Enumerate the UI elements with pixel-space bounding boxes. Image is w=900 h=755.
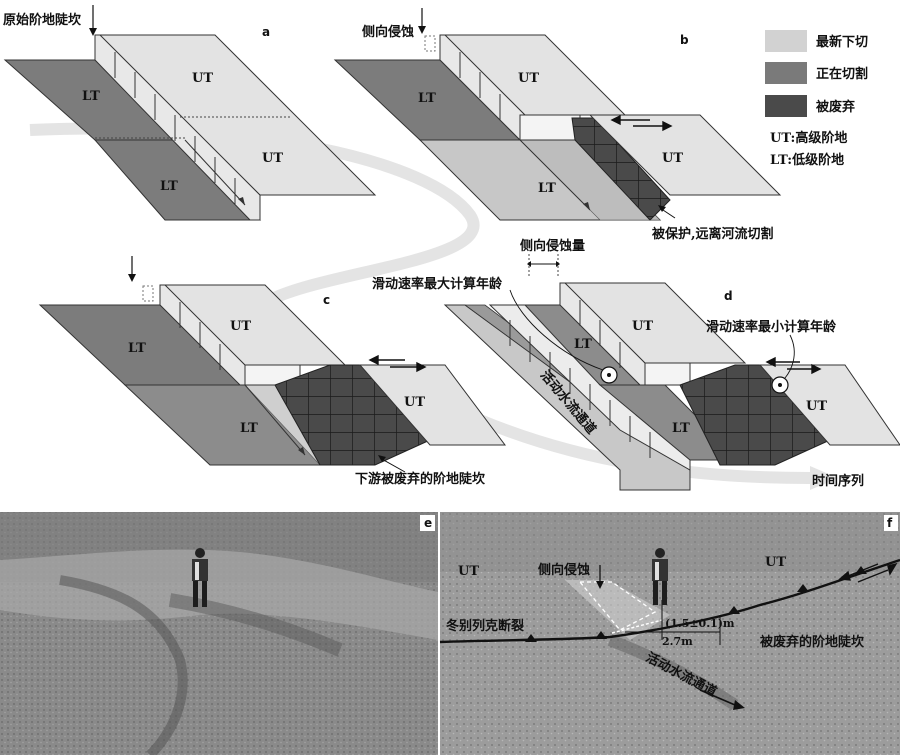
legend-swatch-abandoned	[765, 95, 807, 117]
min-rate-age-label: 滑动速率最小计算年龄	[706, 319, 837, 335]
legend: 最新下切 正在切割 被废弃 UT:高级阶地 LT:低级阶地	[765, 30, 868, 168]
lt-label: LT	[418, 91, 436, 106]
ut-label: UT	[632, 319, 653, 334]
legend-label-abandoned: 被废弃	[815, 99, 855, 115]
ut-label: UT	[662, 151, 683, 166]
panel-letter-f: f	[887, 516, 893, 530]
downstream-abandoned-label: 下游被废弃的阶地陡坎	[355, 471, 485, 487]
fault-label: 冬别列克断裂	[446, 618, 525, 634]
lateral-erosion-amount-label: 侧向侵蚀量	[520, 238, 585, 254]
legend-label-cutting: 正在切割	[816, 66, 868, 82]
lt-label: LT	[574, 337, 592, 352]
abandoned-riser-photo-label: 被废弃的阶地陡坎	[759, 634, 864, 650]
lt-label: LT	[160, 179, 178, 194]
legend-ut-def: UT:高级阶地	[770, 130, 847, 146]
photo-f: f UT UT 侧向侵蚀 冬别列克断裂 (1.5±0.1)m 2.7m 被废弃的…	[439, 512, 900, 755]
time-series-label: 时间序列	[812, 473, 864, 489]
photo-e: e	[0, 512, 438, 755]
lt-label: LT	[82, 89, 100, 104]
ut-label: UT	[192, 71, 213, 86]
legend-lt-def: LT:低级阶地	[770, 152, 844, 168]
ut-label-f: UT	[765, 555, 786, 570]
lateral-erosion-label: 侧向侵蚀	[362, 24, 414, 40]
photo-lateral-erosion-label: 侧向侵蚀	[538, 562, 590, 578]
panel-a: 原始阶地陡坎 a LT LT UT UT	[3, 5, 377, 221]
ut-label: UT	[806, 399, 827, 414]
ut-label: UT	[262, 151, 283, 166]
legend-label-new-incision: 最新下切	[816, 34, 868, 50]
legend-swatch-new-incision	[765, 30, 807, 52]
max-rate-age-label: 滑动速率最大计算年龄	[372, 276, 503, 292]
panel-letter-e: e	[424, 516, 432, 530]
ut-label: UT	[404, 395, 425, 410]
lt-label: LT	[538, 181, 556, 196]
panel-letter-d: d	[724, 289, 733, 303]
lt-label: LT	[240, 421, 258, 436]
original-riser-label: 原始阶地陡坎	[3, 12, 81, 28]
panel-letter-c: c	[323, 293, 330, 307]
legend-swatch-cutting	[765, 62, 807, 84]
ut-surface-a	[98, 34, 377, 196]
protected-label: 被保护,远离河流切割	[651, 226, 774, 242]
ut-label: UT	[230, 319, 251, 334]
panel-letter-a: a	[262, 25, 270, 39]
lt-label: LT	[672, 421, 690, 436]
panel-d: 侧向侵蚀量 滑动速率最大计算年龄 滑动速率最小计算年龄 d LT LT UT U…	[372, 238, 900, 491]
person-f	[652, 548, 668, 605]
lt-label: LT	[128, 341, 146, 356]
panel-c: c LT LT UT UT 下游被废弃的阶地陡坎	[38, 256, 506, 487]
abandoned-riser-b	[571, 117, 671, 221]
panel-letter-b: b	[680, 33, 689, 47]
ut-label-f: UT	[458, 564, 479, 579]
ut-label: UT	[518, 71, 539, 86]
offset-label-2: 2.7m	[662, 635, 693, 648]
fault-trace	[439, 558, 900, 644]
panel-b: 侧向侵蚀 b LT LT UT UT 被保护,远离河流切割	[333, 8, 782, 242]
person-e	[192, 548, 208, 607]
offset-label-1: (1.5±0.1)m	[665, 617, 735, 630]
